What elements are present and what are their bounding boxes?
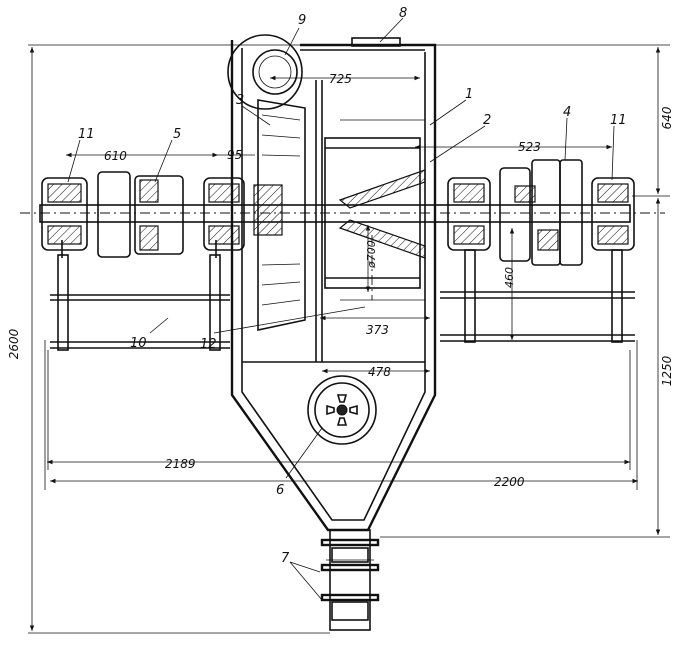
leader-lines	[67, 17, 615, 601]
dimension-labels: 2600 640 1250 725 610 95 523 ø700 460 37…	[7, 72, 674, 489]
callout-5: 5	[173, 127, 181, 142]
dimension-lines	[29, 47, 661, 631]
rotor-hub	[253, 119, 426, 301]
callout-4: 4	[563, 105, 571, 120]
blower-fan	[227, 34, 303, 110]
dim-frame-width: 2189	[165, 457, 196, 471]
callout-11-left: 11	[78, 127, 95, 142]
dim-outlet-width: 478	[368, 365, 391, 379]
dim-fan-offset: 725	[329, 72, 352, 86]
right-bearing-inner	[447, 177, 491, 251]
callout-1: 1	[465, 87, 473, 102]
right-bearing-outer	[591, 177, 635, 251]
inlet-cone	[257, 99, 306, 331]
dim-overall-height: 2600	[7, 328, 21, 359]
dim-right-span: 523	[518, 140, 541, 154]
dim-rotor-width: 373	[366, 323, 389, 337]
callout-3: 3	[236, 93, 244, 108]
center-lines	[20, 212, 665, 300]
dim-total-width: 2200	[494, 475, 525, 489]
dim-shaft-gap: 95	[227, 148, 242, 162]
discharge-valve	[307, 375, 377, 445]
dim-upper-height: 640	[660, 106, 674, 129]
left-pulley	[97, 171, 184, 258]
callout-labels: 1 2 3 4 5 6 7 8 9 10 11 11 12	[78, 6, 627, 566]
callout-7: 7	[281, 551, 290, 566]
left-base-frame	[50, 240, 230, 351]
callout-12: 12	[200, 337, 217, 352]
dim-lower-height: 1250	[660, 355, 674, 386]
callout-6: 6	[276, 483, 284, 498]
main-housing	[230, 37, 437, 532]
callout-2: 2	[483, 113, 491, 128]
right-coupling	[499, 159, 583, 266]
callout-11-right: 11	[610, 113, 627, 128]
callout-9: 9	[298, 13, 306, 28]
main-shaft	[39, 204, 631, 223]
left-bearing-outer	[41, 177, 88, 251]
left-bearing-inner	[203, 177, 245, 251]
dim-bore-depth: 460	[503, 267, 516, 288]
right-base-frame	[440, 249, 635, 343]
callout-10: 10	[130, 336, 147, 351]
dim-bore-dia: ø700	[365, 240, 378, 269]
dim-pulley-span: 610	[104, 149, 127, 163]
callout-8: 8	[399, 6, 407, 21]
outlet-pipe	[320, 529, 380, 631]
